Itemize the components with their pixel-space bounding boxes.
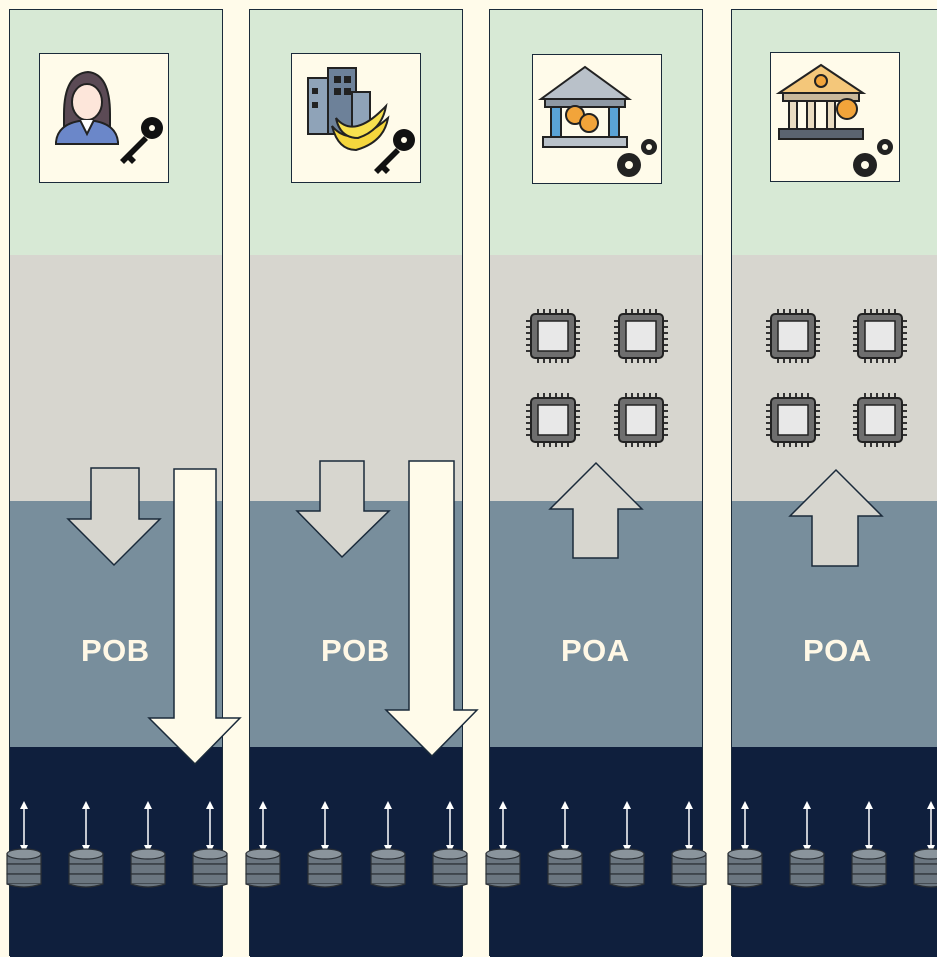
cpu-chip-icon bbox=[526, 309, 580, 363]
double-arrow-icon bbox=[803, 801, 811, 853]
cpu-chip-icon bbox=[766, 309, 820, 363]
double-arrow-icon bbox=[144, 801, 152, 853]
organization-key-icon bbox=[291, 53, 421, 183]
bank-gears-icon bbox=[532, 54, 662, 184]
database-icon bbox=[68, 801, 104, 888]
storage-band bbox=[732, 747, 937, 957]
data-down-arrow bbox=[384, 460, 479, 758]
double-arrow-icon bbox=[82, 801, 90, 853]
cpu-chip-icon bbox=[614, 393, 668, 447]
double-arrow-icon bbox=[741, 801, 749, 853]
compute-band bbox=[490, 255, 702, 502]
double-arrow-icon bbox=[321, 801, 329, 853]
storage-band bbox=[250, 747, 462, 957]
cpu-chip-icon bbox=[766, 393, 820, 447]
person-key-icon bbox=[39, 53, 169, 183]
column-bank: POA bbox=[489, 9, 703, 957]
database-icon bbox=[6, 801, 42, 888]
compute-band bbox=[10, 255, 222, 502]
database-icon bbox=[671, 801, 707, 888]
double-arrow-icon bbox=[259, 801, 267, 853]
cpu-chip-icon bbox=[853, 309, 907, 363]
double-arrow-icon bbox=[499, 801, 507, 853]
protocol-label: POB bbox=[81, 633, 150, 668]
double-arrow-icon bbox=[927, 801, 935, 853]
database-icon bbox=[192, 801, 228, 888]
database-icon bbox=[307, 801, 343, 888]
data-down-arrow bbox=[147, 468, 242, 766]
request-down-arrow bbox=[295, 460, 391, 559]
protocol-label: POA bbox=[561, 633, 630, 668]
double-arrow-icon bbox=[623, 801, 631, 853]
double-arrow-icon bbox=[865, 801, 873, 853]
compute-up-arrow bbox=[548, 461, 644, 559]
database-icon bbox=[789, 801, 825, 888]
storage-band bbox=[10, 747, 222, 957]
database-icon bbox=[913, 801, 937, 888]
database-icon bbox=[130, 801, 166, 888]
column-institution: POA bbox=[731, 9, 937, 957]
database-icon bbox=[547, 801, 583, 888]
storage-band bbox=[490, 747, 702, 957]
double-arrow-icon bbox=[384, 801, 392, 853]
compute-up-arrow bbox=[788, 468, 884, 567]
database-icon bbox=[432, 801, 468, 888]
database-icon bbox=[370, 801, 406, 888]
protocol-label: POA bbox=[803, 633, 872, 668]
database-icon bbox=[609, 801, 645, 888]
double-arrow-icon bbox=[561, 801, 569, 853]
double-arrow-icon bbox=[20, 801, 28, 853]
compute-band bbox=[732, 255, 937, 502]
cpu-chip-icon bbox=[853, 393, 907, 447]
request-down-arrow bbox=[66, 467, 162, 567]
cpu-chip-icon bbox=[526, 393, 580, 447]
bank-dollar-gears-icon bbox=[770, 52, 900, 182]
database-icon bbox=[851, 801, 887, 888]
double-arrow-icon bbox=[685, 801, 693, 853]
database-icon bbox=[245, 801, 281, 888]
database-icon bbox=[485, 801, 521, 888]
protocol-label: POB bbox=[321, 633, 390, 668]
database-icon bbox=[727, 801, 763, 888]
cpu-chip-icon bbox=[614, 309, 668, 363]
double-arrow-icon bbox=[206, 801, 214, 853]
double-arrow-icon bbox=[446, 801, 454, 853]
